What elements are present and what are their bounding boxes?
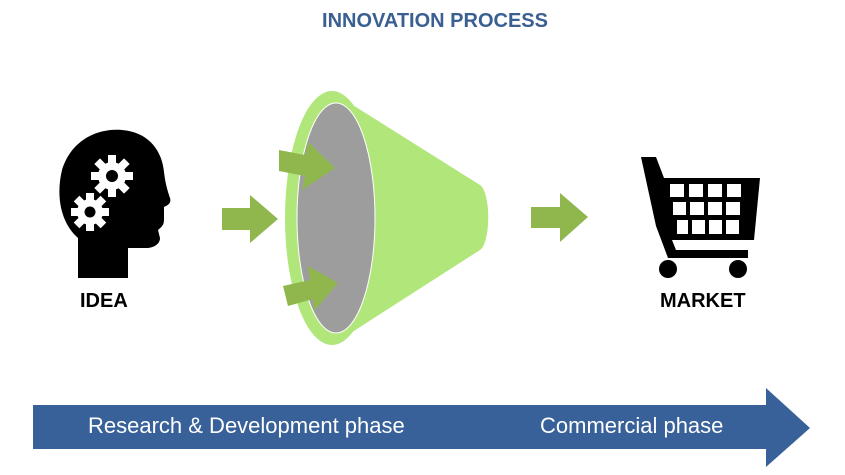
arrow-right-icon [222,195,278,243]
diagram-title: INNOVATION PROCESS [0,10,845,33]
shopping-cart-icon [641,157,760,278]
head-gears-icon [59,130,170,278]
market-label: MARKET [660,290,746,313]
research-development-phase-label: Research & Development phase [88,413,405,439]
idea-label: IDEA [80,290,128,313]
commercial-phase-label: Commercial phase [540,413,723,439]
funnel-icon [279,91,488,345]
arrow-right-icon [531,193,588,242]
